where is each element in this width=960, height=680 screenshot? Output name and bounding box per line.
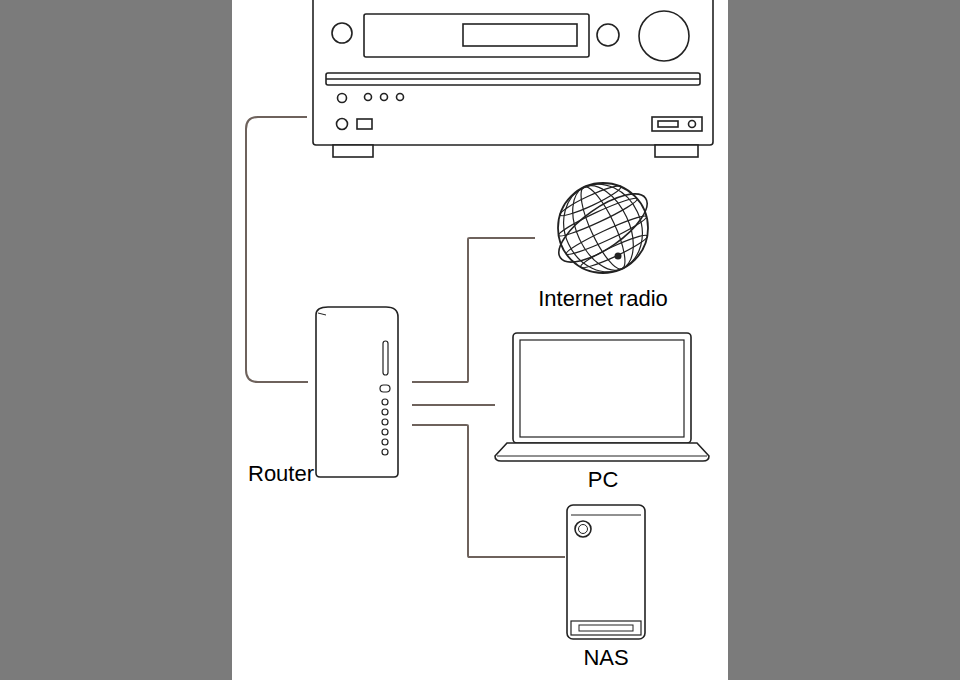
receiver-knob <box>597 24 619 46</box>
power-button <box>337 119 348 130</box>
internet-radio-node: Internet radio <box>535 178 671 312</box>
usb-panel <box>652 117 702 131</box>
lan-cable <box>246 117 308 382</box>
laptop-base <box>495 443 709 461</box>
nas-drive-bay <box>571 621 641 635</box>
orbit-dot <box>615 253 622 260</box>
nas-power-button <box>575 521 591 537</box>
device-icon <box>553 178 653 282</box>
receiver-button <box>381 94 388 101</box>
laptop-screen <box>520 340 684 437</box>
receiver-readout <box>463 24 577 46</box>
router-led <box>382 429 388 435</box>
router-body <box>316 307 398 477</box>
device-label: Router <box>248 461 314 487</box>
globe-grid <box>544 169 662 288</box>
device-label: NAS <box>565 645 647 671</box>
device-label: Internet radio <box>535 286 671 312</box>
orbit-ring <box>549 182 657 274</box>
laptop-lid <box>513 333 691 443</box>
usb-port <box>658 121 678 127</box>
router-led <box>382 419 388 425</box>
receiver-button <box>338 94 347 103</box>
router-slot <box>383 341 388 375</box>
receiver-port <box>357 119 372 129</box>
device-label: PC <box>495 467 711 493</box>
receiver-jack <box>689 121 696 128</box>
device-icon <box>495 332 711 463</box>
receiver-knob <box>332 23 352 43</box>
disc-tray <box>326 73 700 85</box>
receiver-display <box>364 14 589 57</box>
router-led <box>382 399 388 405</box>
receiver-button <box>365 94 372 101</box>
receiver-foot <box>333 145 373 157</box>
receiver-button <box>397 94 404 101</box>
pc-node: PC <box>495 332 711 493</box>
router-button <box>380 385 390 392</box>
router-led <box>382 449 388 455</box>
device-icon <box>565 503 647 641</box>
network-cable <box>412 404 495 406</box>
receiver-body <box>313 0 713 145</box>
router-led <box>382 439 388 445</box>
volume-knob <box>639 11 689 61</box>
receiver-foot <box>655 145 698 157</box>
device-icon <box>314 305 400 479</box>
nas-node: NAS <box>565 503 647 671</box>
router-node: Router <box>245 305 405 490</box>
disc-slot <box>326 78 700 80</box>
av-receiver <box>313 0 713 157</box>
nas-body <box>567 505 645 639</box>
router-led <box>382 409 388 415</box>
